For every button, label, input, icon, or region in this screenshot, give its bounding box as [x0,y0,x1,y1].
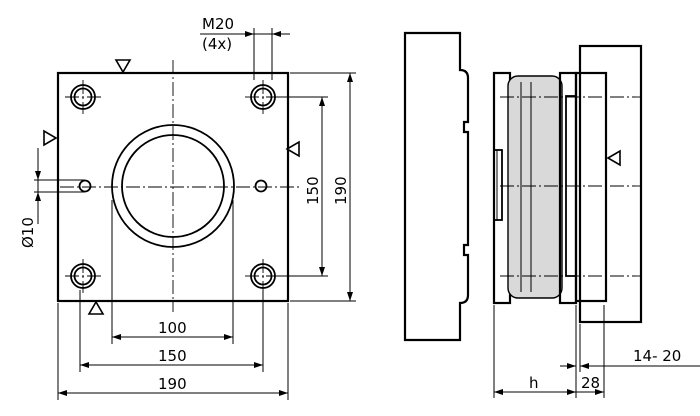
central-bore [111,124,235,248]
dimension-14-20-text: 14- 20 [633,347,681,365]
pin-hole-right [254,179,268,193]
pin-hole-left [78,179,92,193]
dimension-190-horizontal: 190 [57,303,289,400]
dimension-150-vertical: 150 [266,96,328,277]
dimension-100-text: 100 [158,319,187,337]
dimension-h-text: h [529,374,539,392]
pin-diameter-dimension: Ø10 [19,148,85,248]
thread-callout: M20 (4x) [200,15,290,80]
thread-label: M20 [202,15,234,33]
dimension-h: h [494,374,576,395]
bracket-profile [403,31,470,342]
datum-triangle-left [43,129,58,147]
outer-plate [574,71,608,303]
dimension-14-20: 14- 20 [560,347,700,369]
pin-diameter-text: Ø10 [19,217,37,248]
threaded-hole-top-left [65,80,101,114]
datum-triangle-side [606,149,621,167]
dimension-150-horizontal: 150 [79,290,264,372]
datum-triangle-right [285,140,300,158]
dimension-100: 100 [111,200,234,344]
web-slot [493,149,503,221]
dimension-190-horizontal-text: 190 [158,375,187,393]
dimension-150-vertical-text: 150 [304,176,322,205]
front-view: M20 (4x) Ø10 100 [19,15,356,400]
dimension-150-horizontal-text: 150 [158,347,187,365]
dimension-28-text: 28 [581,374,600,392]
dimension-190-vertical: 190 [290,72,356,302]
thread-count: (4x) [202,35,232,53]
side-view: h 28 14- 20 [403,31,700,398]
wall-plate [578,44,643,324]
threaded-hole-bottom-left [65,259,101,293]
dimension-190-vertical-text: 190 [332,176,350,205]
datum-triangle-top [114,59,132,74]
datum-triangle-bottom [87,300,105,315]
gray-pad [507,75,563,299]
dimension-28: 28 [576,374,604,395]
